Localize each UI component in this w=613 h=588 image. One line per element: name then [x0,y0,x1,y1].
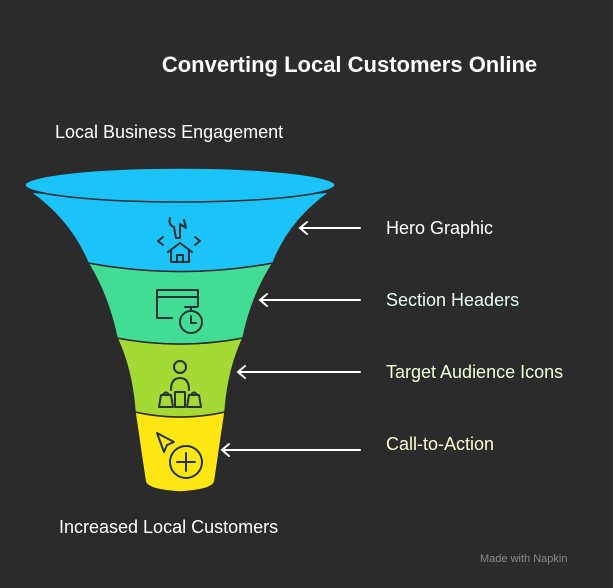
top-label: Local Business Engagement [55,122,284,142]
stage-label-call-to-action: Call-to-Action [386,434,495,454]
arrow-1 [258,293,361,307]
cursor-plus-icon [156,432,203,479]
stage-label-hero-graphic: Hero Graphic [386,218,494,238]
bottom-label: Increased Local Customers [59,517,279,537]
diagram-title: Converting Local Customers Online [161,52,538,77]
arrow-2 [236,365,361,379]
funnel-top [24,167,336,203]
browser-timer-icon [156,289,203,334]
arrow-3 [220,443,361,457]
stage-3-yellow [134,411,226,493]
stage-label-target-audience-icons: Target Audience Icons [386,362,564,382]
watermark: Made with Napkin [480,553,568,565]
hero-graphic-icon [157,217,201,263]
person-shopping-bags-icon [158,360,202,408]
stage-1-green [86,261,275,345]
arrow-0 [298,221,361,235]
stage-label-section-headers: Section Headers [386,290,520,310]
